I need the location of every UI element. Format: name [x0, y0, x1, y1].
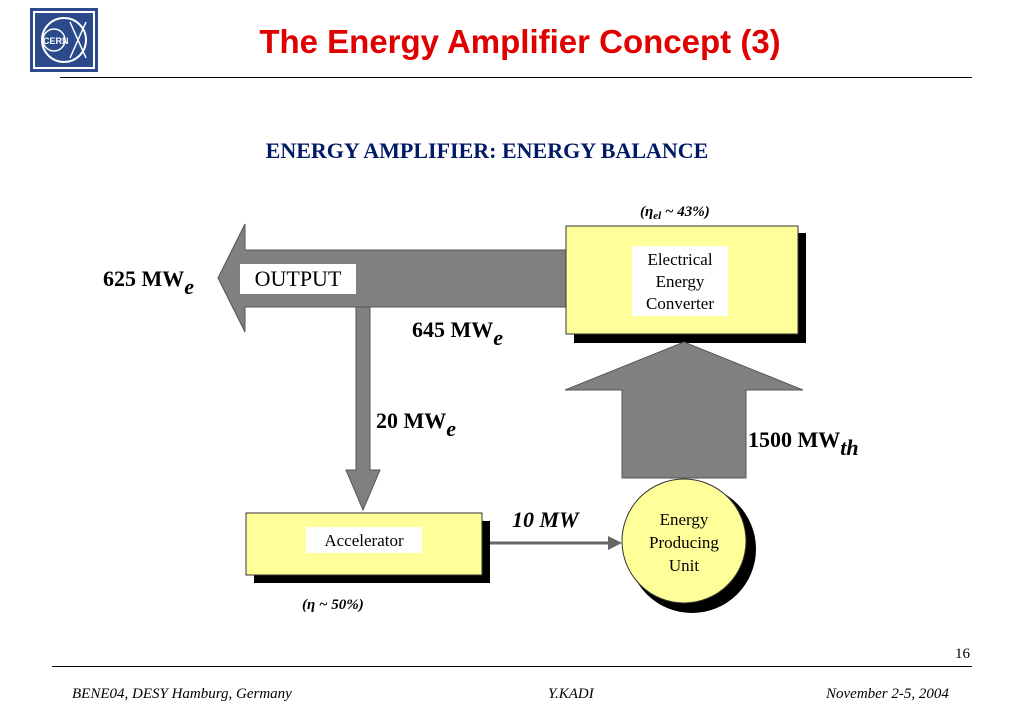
- converter-label-line-1: Electrical: [647, 250, 712, 269]
- converter-efficiency: (ηel ~ 43%): [640, 204, 710, 222]
- logo-text: CERN: [43, 36, 69, 46]
- converter-label-line-2: Energy: [656, 272, 705, 291]
- thermal-flow-label: 1500 MWth: [748, 427, 859, 460]
- output-flow-label: 625 MWe: [103, 266, 194, 299]
- footer-left: BENE04, DESY Hamburg, Germany: [72, 686, 292, 702]
- thermal-arrow: [564, 341, 804, 479]
- output-label: OUTPUT: [255, 266, 342, 291]
- footer-right: November 2-5, 2004: [826, 686, 949, 702]
- beam-arrow-head: [608, 536, 622, 550]
- unit-label-line-1: Energy: [660, 510, 709, 529]
- page-number: 16: [955, 646, 970, 662]
- unit-circle: [621, 478, 747, 604]
- output-label-box: [240, 264, 356, 294]
- slide-title: The Energy Amplifier Concept (3): [259, 23, 781, 60]
- output-arrow: [217, 223, 571, 333]
- accelerator-efficiency: (η ~ 50%): [302, 597, 364, 613]
- converter-label-line-3: Converter: [646, 294, 714, 313]
- accelerator-feed-flow-label: 20 MWe: [376, 408, 456, 441]
- footer-center: Y.KADI: [548, 686, 594, 702]
- converter-out-flow-label: 645 MWe: [412, 317, 503, 350]
- diagram-heading: ENERGY AMPLIFIER: ENERGY BALANCE: [266, 138, 709, 163]
- bottom-divider: [52, 666, 972, 667]
- accelerator-label-bg: [306, 527, 422, 553]
- accelerator-feed-arrow: [345, 306, 381, 512]
- unit-label-line-3: Unit: [669, 556, 700, 575]
- top-divider: [60, 77, 972, 78]
- unit-label-line-2: Producing: [649, 533, 719, 552]
- converter-label-bg: [632, 246, 728, 316]
- cern-logo: CERN: [30, 8, 98, 72]
- accelerator-label: Accelerator: [324, 531, 404, 550]
- beam-flow-label: 10 MW: [512, 507, 580, 532]
